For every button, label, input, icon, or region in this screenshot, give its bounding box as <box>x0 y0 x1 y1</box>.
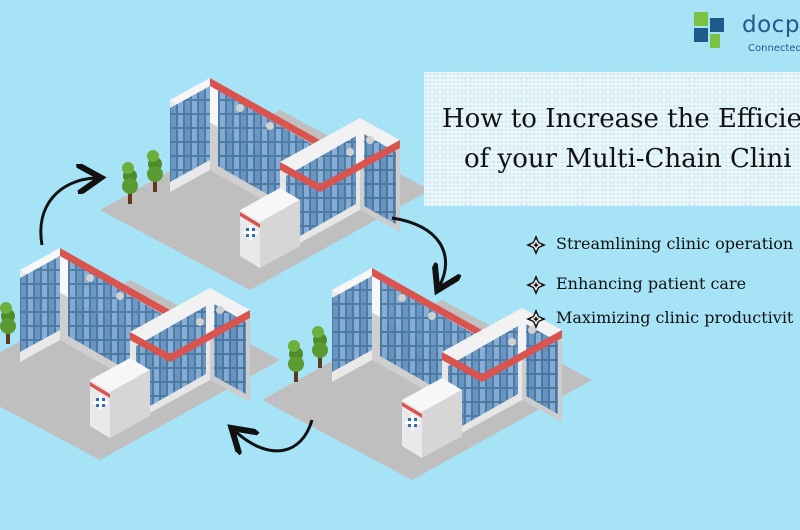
brand-tagline: Connected H <box>748 43 800 54</box>
cycle-arrow-icon <box>39 178 95 246</box>
tree-icon <box>312 326 328 368</box>
title-panel: How to Increase the Efficie of your Mult… <box>424 72 800 206</box>
clinic-building-icon-top <box>100 78 430 290</box>
diamond-bullet-icon <box>526 309 546 329</box>
bullet-text: Maximizing clinic productivit <box>556 308 794 327</box>
bullet-text: Enhancing patient care <box>556 274 747 293</box>
tree-icon <box>288 340 304 382</box>
cycle-arrow-icon <box>236 419 314 451</box>
diamond-bullet-icon <box>526 235 546 255</box>
cycle-arrow-icon <box>391 216 446 285</box>
logo-mark-icon <box>694 12 724 48</box>
page-title-line-1: How to Increase the Efficie <box>442 104 800 134</box>
clinic-building-icon-right <box>262 268 592 480</box>
bullet-text: Streamlining clinic operation <box>556 234 794 253</box>
brand-name: docp <box>742 12 800 38</box>
page-title-line-2: of your Multi-Chain Clini <box>464 144 792 174</box>
brand-logo[interactable]: docp Connected H <box>690 8 800 60</box>
diamond-bullet-icon <box>526 275 546 295</box>
tree-icon <box>0 302 16 344</box>
